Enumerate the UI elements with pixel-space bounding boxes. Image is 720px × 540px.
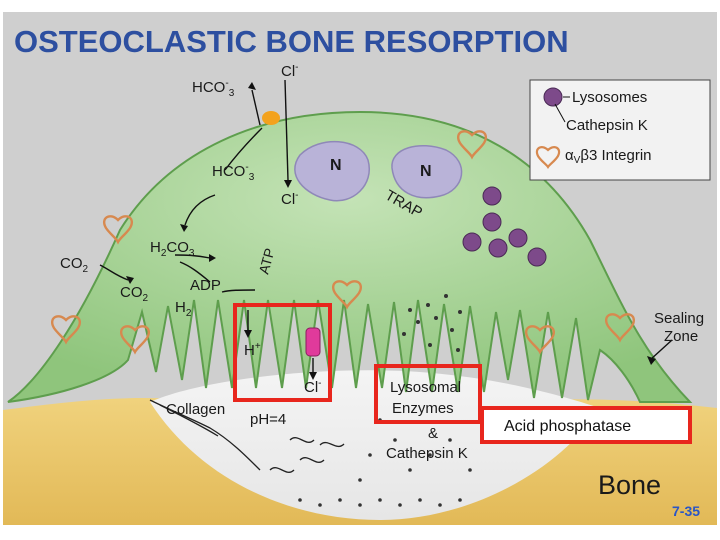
collagen-label: Collagen xyxy=(166,401,225,418)
highlight-box-proton xyxy=(233,303,332,402)
slide-number: 7-35 xyxy=(672,503,700,519)
enzymes-label: Enzymes xyxy=(392,400,454,417)
integrin-legend-icon xyxy=(535,146,561,169)
lysosome-icon xyxy=(543,87,563,107)
h2co3-label: H2CO3 xyxy=(150,239,195,259)
highlight-box-enzymes xyxy=(374,364,482,424)
atp-label: ATP xyxy=(255,246,277,275)
nucleus-left xyxy=(294,141,371,202)
arrow-heads xyxy=(126,82,317,380)
zone-label: Zone xyxy=(664,328,698,345)
sealing-zone-arrowhead xyxy=(647,356,656,365)
acid-phosphatase-box xyxy=(480,406,692,444)
nucleus-right xyxy=(391,145,463,199)
legend-integrin: αVβ3 Integrin xyxy=(565,147,652,166)
sealing-zone-arrow xyxy=(649,339,673,361)
cl-top-label: Cl- xyxy=(281,62,299,80)
legend-lysosomes: Lysosomes xyxy=(572,89,647,106)
co2-lower-label: CO2 xyxy=(120,284,149,304)
cl-low-label: Cl- xyxy=(304,378,322,396)
legend-cathepsin: Cathepsin K xyxy=(566,117,648,134)
enzyme-dots xyxy=(298,294,472,507)
bone-label: Bone xyxy=(598,470,661,500)
adp-label: ADP xyxy=(190,277,221,294)
h-plus-label: H+ xyxy=(244,341,261,359)
flow-arrows xyxy=(99,79,314,372)
bicarbonate-exchanger xyxy=(262,111,280,125)
sealing-label: Sealing xyxy=(654,310,704,327)
collagen-fibers xyxy=(149,399,345,473)
hco3-mid-label: HCO-3 xyxy=(212,162,255,183)
lysosome-cluster xyxy=(462,186,547,267)
hco3-top-label: HCO-3 xyxy=(192,78,235,99)
ph-label: pH=4 xyxy=(250,411,286,428)
co2-left-label: CO2 xyxy=(60,255,89,275)
legend-line-cathepsin xyxy=(554,103,566,123)
lysosomal-label: Lysosomal xyxy=(390,379,461,396)
integrin-heart-icon xyxy=(51,130,635,355)
ampersand-label: & xyxy=(428,425,438,442)
cl-mid-label: Cl- xyxy=(281,190,299,208)
ion-channel-icon xyxy=(305,327,321,357)
cathepsin-k-label: Cathepsin K xyxy=(386,445,468,462)
nucleus-left-label: N xyxy=(330,157,342,174)
acid-phosphatase-label: Acid phosphatase xyxy=(504,418,631,435)
page-title: OSTEOCLASTIC BONE RESORPTION xyxy=(14,24,569,59)
h2o-label: H2 xyxy=(175,299,192,319)
nucleus-right-label: N xyxy=(420,163,432,180)
